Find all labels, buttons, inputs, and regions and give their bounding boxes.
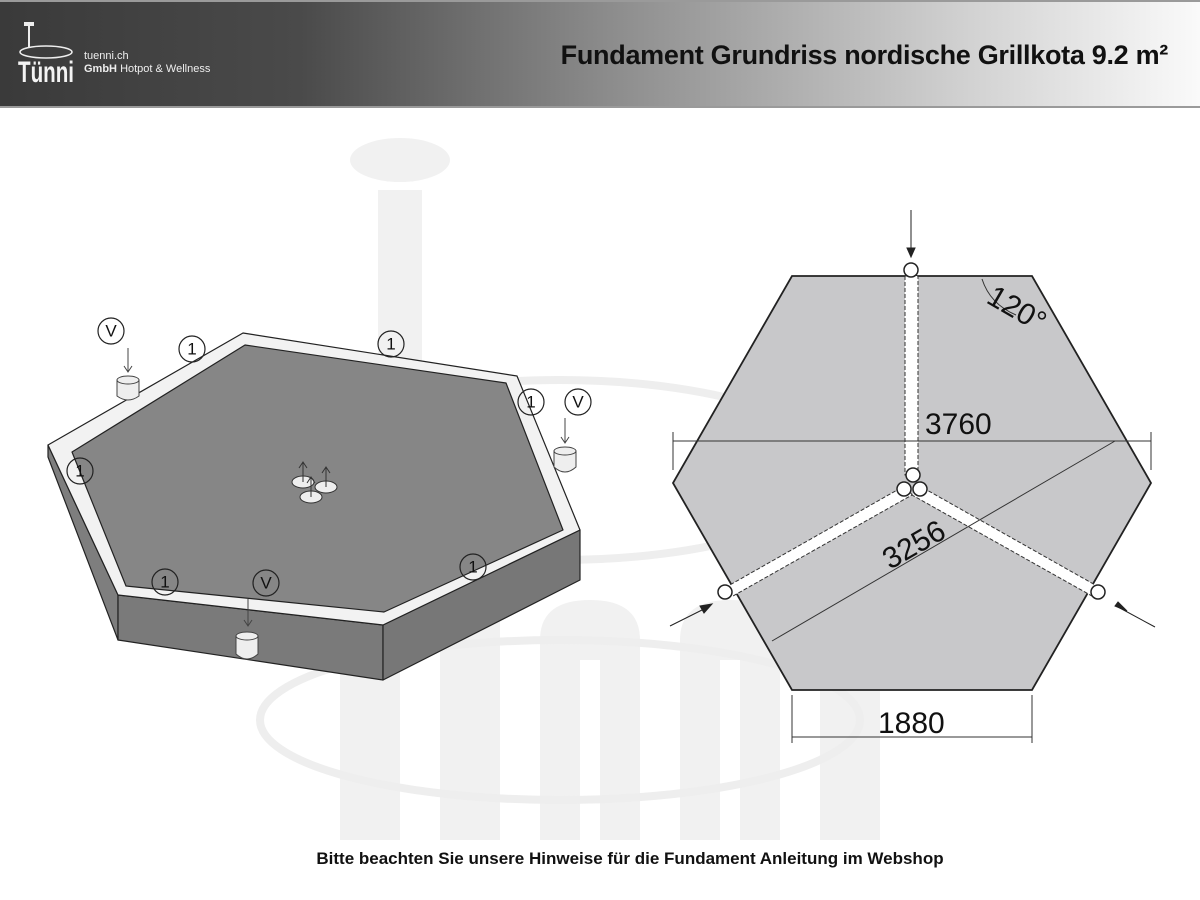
iso-foundation bbox=[47, 332, 581, 681]
edge-label: 1 bbox=[187, 340, 196, 359]
edge-label: 1 bbox=[526, 393, 535, 412]
logo-company-bold: GmbH bbox=[84, 63, 117, 75]
edge-label: 1 bbox=[160, 573, 169, 592]
pipe-label: V bbox=[260, 574, 272, 593]
slab-top-face bbox=[71, 344, 564, 613]
diagram-canvas: 1 1 1 1 1 1 V V V 3760 3256 1880 120° bbox=[47, 138, 1156, 840]
logo-text: tuenni.ch GmbH Hotpot & Wellness bbox=[84, 50, 210, 76]
edge-label: 1 bbox=[386, 335, 395, 354]
logo-wordmark: Tünni bbox=[18, 56, 74, 89]
logo-company: GmbH Hotpot & Wellness bbox=[84, 63, 210, 76]
logo-domain: tuenni.ch bbox=[84, 50, 129, 62]
dimension-3760: 3760 bbox=[925, 408, 992, 441]
label-circles bbox=[66, 317, 592, 597]
edge-label: 1 bbox=[468, 558, 477, 577]
header-banner: Tünni tuenni.ch GmbH Hotpot & Wellness F… bbox=[0, 0, 1200, 108]
footer-note: Bitte beachten Sie unsere Hinweise für d… bbox=[316, 849, 944, 868]
pipe-label: V bbox=[572, 393, 584, 412]
plan-arrows bbox=[669, 210, 1156, 628]
edge-label: 1 bbox=[75, 462, 84, 481]
pipe-v-left bbox=[116, 348, 140, 401]
dimension-lines bbox=[672, 278, 1152, 743]
logo-company-tagline: Hotpot & Wellness bbox=[120, 63, 211, 75]
pipe-v-right bbox=[553, 418, 577, 473]
plan-hexagon bbox=[671, 275, 1153, 691]
center-pipes bbox=[291, 461, 338, 504]
dimension-1880: 1880 bbox=[878, 707, 945, 740]
plan-pipe-ends bbox=[717, 262, 1106, 600]
page-title: Fundament Grundriss nordische Grillkota … bbox=[560, 40, 1169, 70]
pipe-label: V bbox=[105, 322, 117, 341]
tuenni-logo: Tünni bbox=[18, 22, 74, 89]
pipe-v-front bbox=[235, 599, 259, 660]
